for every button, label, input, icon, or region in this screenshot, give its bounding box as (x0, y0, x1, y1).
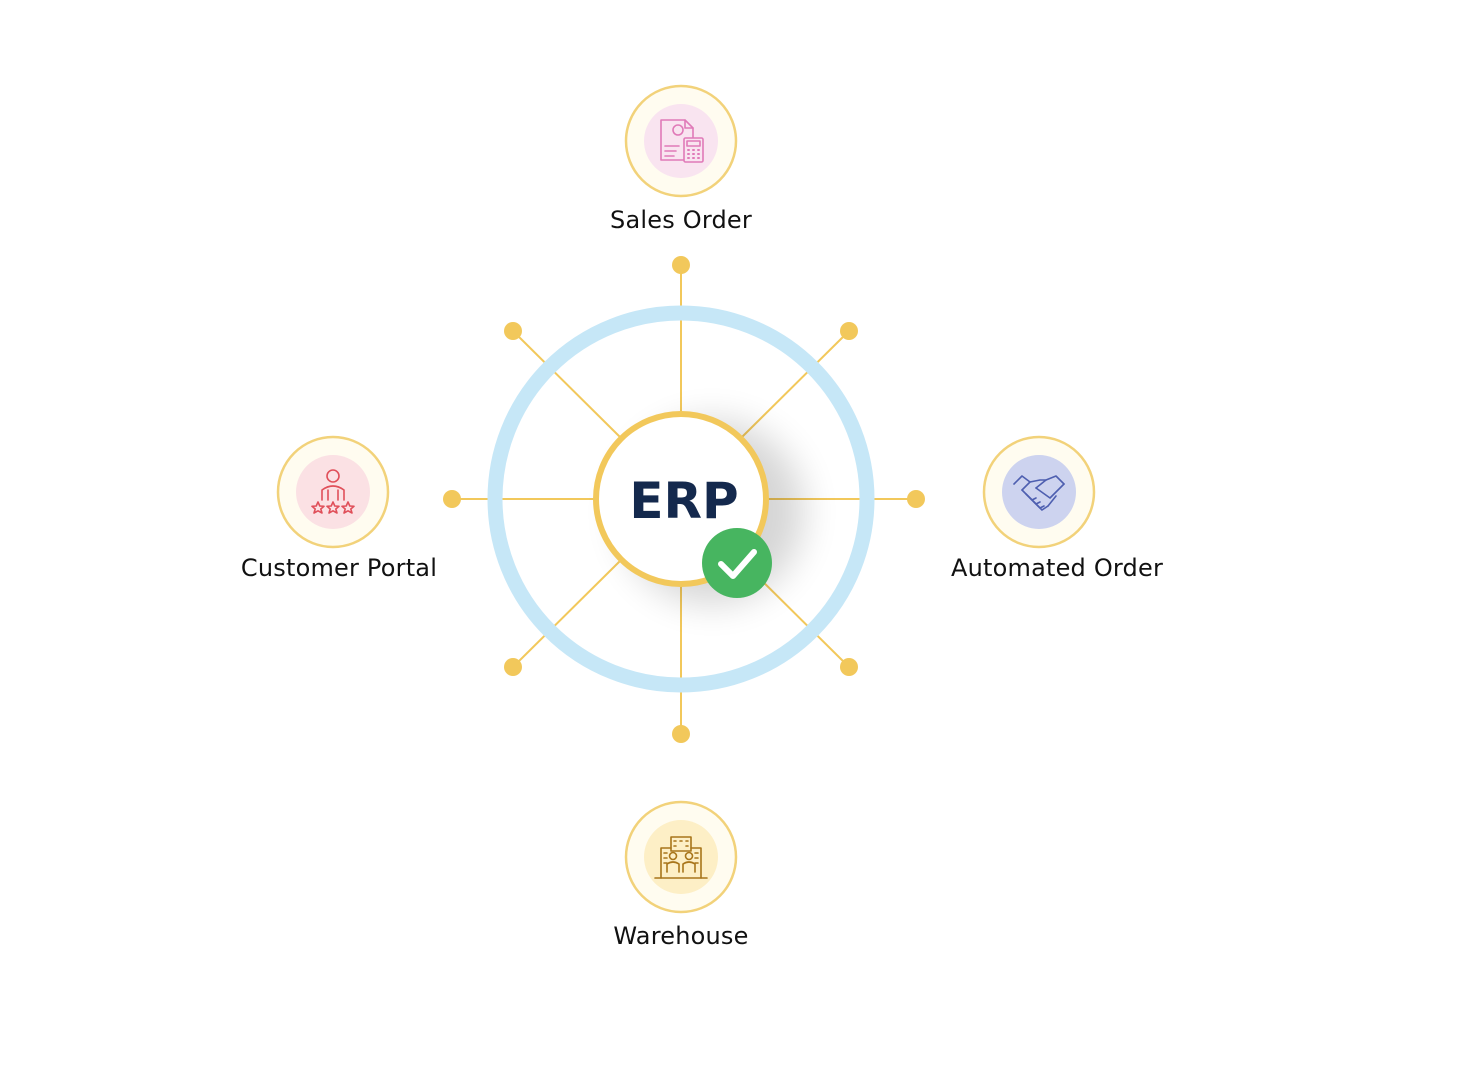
customer-rating-icon (311, 469, 355, 514)
automated-order-label: Automated Order (950, 554, 1164, 582)
dot-top (672, 256, 690, 274)
customer-portal-label: Customer Portal (240, 554, 438, 582)
automated-order-node (982, 435, 1096, 549)
connector-top-right (741, 330, 850, 438)
dot-right (907, 490, 925, 508)
dot-left (443, 490, 461, 508)
dot-bottom-right (840, 658, 858, 676)
dot-bottom (672, 725, 690, 743)
sales-order-label: Sales Order (610, 206, 752, 234)
invoice-calculator-icon (660, 119, 704, 163)
connector-top-left (512, 330, 621, 438)
warehouse-label: Warehouse (613, 922, 749, 950)
warehouse-building-icon (654, 836, 708, 879)
connector-bottom-left (512, 560, 621, 668)
check-icon (702, 528, 772, 598)
dot-bottom-left (504, 658, 522, 676)
warehouse-node (624, 800, 738, 914)
sales-order-node (624, 84, 738, 198)
dot-top-left (504, 322, 522, 340)
handshake-icon (1013, 475, 1065, 511)
customer-portal-node (276, 435, 390, 549)
outer-ring (487, 305, 875, 693)
connector-dots (443, 256, 925, 743)
erp-label: ERP (629, 472, 738, 530)
dot-top-right (840, 322, 858, 340)
